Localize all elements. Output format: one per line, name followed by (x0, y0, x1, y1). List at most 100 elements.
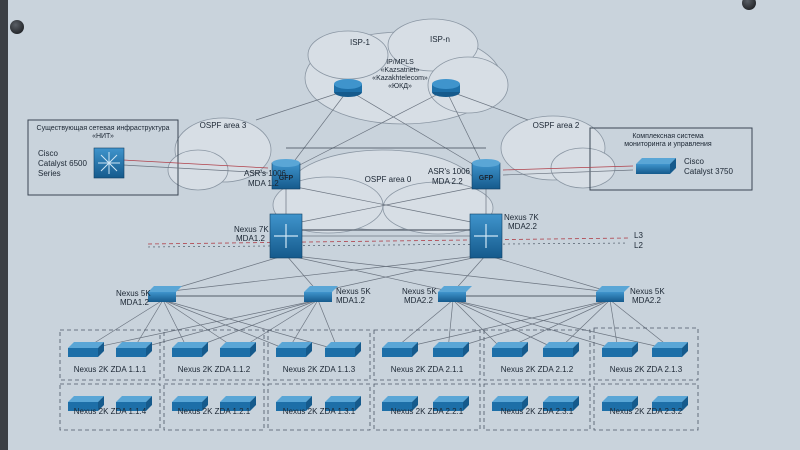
zda-label: Nexus 2K ZDA 2.1.3 (610, 365, 683, 374)
l2-label: L2 (634, 241, 643, 250)
ospf-area0-cloud (272, 149, 494, 235)
nexus2k-fex-icon (492, 342, 528, 357)
right-box-title-2: мониторинга и управления (624, 141, 712, 148)
zda-label: Nexus 2K ZDA 2.1.2 (501, 365, 574, 374)
asr-left-label-2: MDA 1.2 (248, 179, 279, 188)
zda-label: Nexus 2K ZDA 2.3.1 (501, 407, 574, 416)
mpls-label-1: IP/MPLS (386, 59, 414, 66)
ospf-area2-cloud (500, 115, 616, 189)
nexus2k-fex-icon (276, 342, 312, 357)
zda-label: Nexus 2K ZDA 2.2.1 (391, 407, 464, 416)
right-device-label-2: Catalyst 3750 (684, 167, 733, 176)
left-box-title-2: «НИТ» (92, 133, 114, 140)
zda-label: Nexus 2K ZDA 2.1.1 (391, 365, 464, 374)
nexus7k-left-label-2: MDA1.2 (236, 234, 265, 243)
zda-label: Nexus 2K ZDA 2.3.2 (610, 407, 683, 416)
l2-boundary-line (147, 242, 629, 248)
links (82, 89, 674, 351)
mpls-label-3: «Kazakhtelecom» (372, 75, 428, 82)
nexus2k-fex-icon (433, 342, 469, 357)
isp-router-right-icon (432, 79, 460, 97)
right-device-label-1: Cisco (684, 157, 705, 166)
nexus2k-fex-icon (433, 396, 469, 411)
gfp-left-label: GFP (279, 175, 294, 182)
asr-right-label-1: ASR's 1006 (428, 167, 471, 176)
nexus2k-fex-icon (220, 396, 256, 411)
asr-right-label-2: MDA 2.2 (432, 177, 463, 186)
zda-label: Nexus 2K ZDA 1.1.3 (283, 365, 356, 374)
isp-router-left-icon (334, 79, 362, 97)
l3-boundary-line (147, 237, 629, 245)
network-diagram: GFP GFP (27, 18, 753, 431)
nexus2k-fex-icon (276, 396, 312, 411)
nexus2k-fex-icon (220, 342, 256, 357)
zda-label: Nexus 2K ZDA 1.1.2 (178, 365, 251, 374)
zda-label: Nexus 2K ZDA 1.3.1 (283, 407, 356, 416)
pin-left (10, 20, 24, 34)
nexus2k-fex-icon (172, 342, 208, 357)
nexus2k-fex-icon (172, 396, 208, 411)
nexus5k-4-icon (596, 286, 630, 302)
nexus2k-fex-icon (382, 342, 418, 357)
asr-right-router-icon: GFP (471, 159, 501, 190)
zda-label: Nexus 2K ZDA 1.1.4 (74, 407, 147, 416)
nexus2k-fex-icon (543, 396, 579, 411)
nexus5k-2-label-2: MDA1.2 (336, 296, 365, 305)
ospf-area3-label: OSPF area 3 (200, 121, 247, 130)
nexus2k-icons (68, 342, 688, 411)
nexus7k-right-switch-icon (469, 213, 503, 259)
isp-cloud (304, 18, 509, 125)
nexus2k-fex-icon (116, 342, 152, 357)
asr-left-label-1: ASR's 1006 (244, 169, 287, 178)
network-diagram-poster: GFP GFP (8, 0, 800, 450)
nexus5k-1-label-2: MDA1.2 (120, 298, 149, 307)
nexus2k-fex-icon (382, 396, 418, 411)
asr-left-router-icon: GFP (271, 159, 301, 190)
ospf-area2-label: OSPF area 2 (533, 121, 580, 130)
nexus2k-fex-icon (68, 396, 104, 411)
left-box-title-1: Существующая сетевая инфраструктура (37, 125, 170, 132)
nexus5k-4-label-2: MDA2.2 (632, 296, 661, 305)
nexus2k-fex-icon (652, 342, 688, 357)
l3-label: L3 (634, 231, 643, 240)
nexus2k-fex-icon (492, 396, 528, 411)
nexus7k-left-label-1: Nexus 7K (234, 225, 269, 234)
nexus2k-fex-icon (325, 396, 361, 411)
left-device-label-1: Cisco (38, 149, 59, 158)
nexus2k-fex-icon (652, 396, 688, 411)
nexus5k-switches (148, 286, 630, 302)
ispn-label: ISP-n (430, 35, 450, 44)
nexus7k-right-label-2: MDA2.2 (508, 222, 537, 231)
nexus5k-3-label-1: Nexus 5K (402, 287, 437, 296)
nexus2k-fex-icon (602, 342, 638, 357)
existing-infrastructure-box (27, 119, 179, 196)
monitoring-system-box (589, 127, 753, 191)
left-device-label-3: Series (38, 169, 61, 178)
left-device-label-2: Catalyst 6500 (38, 159, 87, 168)
nexus5k-3-icon (438, 286, 472, 302)
zda-label: Nexus 2K ZDA 1.1.1 (74, 365, 147, 374)
nexus5k-1-label-1: Nexus 5K (116, 289, 151, 298)
mpls-label-2: «Kazsatnet» (381, 67, 420, 74)
labels: ISP-1 ISP-n IP/MPLS «Kazsatnet» «Kazakht… (37, 35, 734, 307)
nexus5k-4-label-1: Nexus 5K (630, 287, 665, 296)
catalyst6500-switch-icon (93, 147, 125, 179)
nexus2k-fex-icon (543, 342, 579, 357)
nexus5k-2-label-1: Nexus 5K (336, 287, 371, 296)
nexus2k-fex-icon (68, 342, 104, 357)
nexus5k-2-icon (304, 286, 338, 302)
nexus7k-left-switch-icon (269, 213, 303, 259)
nexus7k-right-label-1: Nexus 7K (504, 213, 539, 222)
mpls-label-4: «ЮКД» (388, 83, 412, 90)
nexus2k-fex-icon (325, 342, 361, 357)
catalyst3750-switch-icon (636, 158, 676, 174)
zda-groups (59, 327, 699, 431)
gfp-right-label: GFP (479, 175, 494, 182)
zda-label: Nexus 2K ZDA 1.2.1 (178, 407, 251, 416)
ospf-area3-cloud (167, 117, 272, 191)
nexus2k-fex-icon (116, 396, 152, 411)
nexus5k-1-icon (148, 286, 182, 302)
pin-right (742, 0, 756, 10)
right-box-title-1: Комплексная система (632, 133, 703, 140)
